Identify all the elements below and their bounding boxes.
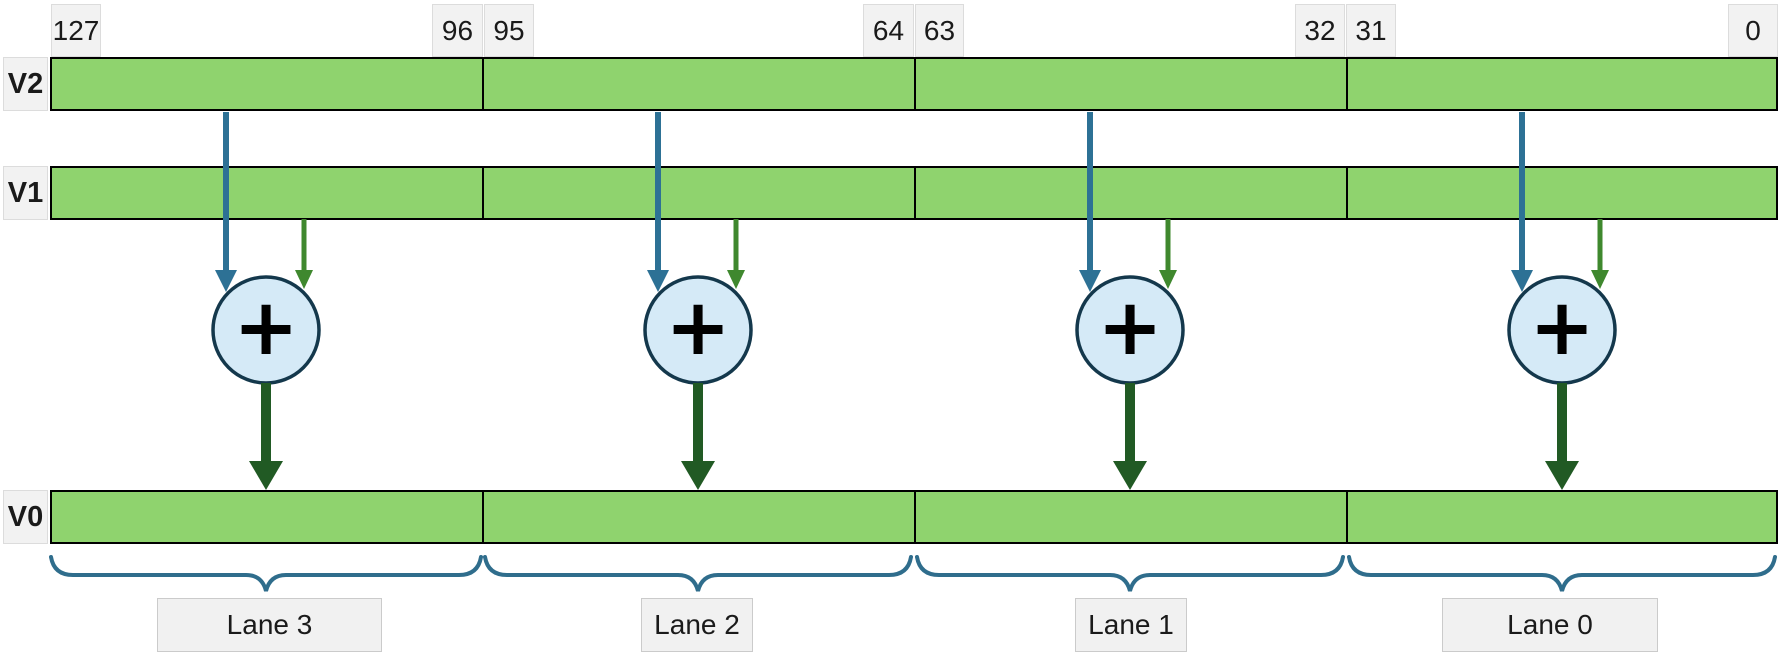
lane0-brace	[1347, 555, 1777, 592]
bit-label-63: 63	[915, 4, 964, 57]
lane-3-label: Lane 3	[157, 598, 382, 652]
plus-icon: +	[1097, 283, 1163, 373]
segment-divider	[1346, 492, 1348, 542]
bit-label-95: 95	[484, 4, 534, 57]
register-bar-v1	[50, 166, 1778, 220]
segment-divider	[1346, 168, 1348, 218]
segment-divider	[482, 492, 484, 542]
adder-to-v0-arrows	[249, 383, 1579, 490]
lane-2-label: Lane 2	[641, 598, 753, 652]
segment-divider	[482, 59, 484, 109]
register-label-v1: V1	[3, 166, 48, 220]
lane-braces	[49, 555, 1777, 592]
register-bar-v2	[50, 57, 1778, 111]
register-bar-v0	[50, 490, 1778, 544]
register-label-v2: V2	[3, 57, 48, 111]
plus-icon: +	[665, 283, 731, 373]
lane-1-label: Lane 1	[1075, 598, 1187, 652]
register-label-v0: V0	[3, 490, 48, 544]
v1-to-adder-arrows	[295, 219, 1609, 289]
lane2-brace	[483, 555, 913, 592]
lane3-brace	[49, 555, 483, 592]
bit-label-64: 64	[863, 4, 914, 57]
bit-label-0: 0	[1728, 4, 1778, 57]
segment-divider	[1346, 59, 1348, 109]
bit-label-96: 96	[432, 4, 483, 57]
bit-label-32: 32	[1295, 4, 1345, 57]
plus-icon: +	[233, 283, 299, 373]
segment-divider	[914, 168, 916, 218]
lane1-brace	[915, 555, 1345, 592]
bit-label-127: 127	[51, 4, 101, 57]
plus-icon: +	[1529, 283, 1595, 373]
segment-divider	[914, 59, 916, 109]
bit-label-31: 31	[1346, 4, 1396, 57]
segment-divider	[914, 492, 916, 542]
lane-0-label: Lane 0	[1442, 598, 1658, 652]
segment-divider	[482, 168, 484, 218]
